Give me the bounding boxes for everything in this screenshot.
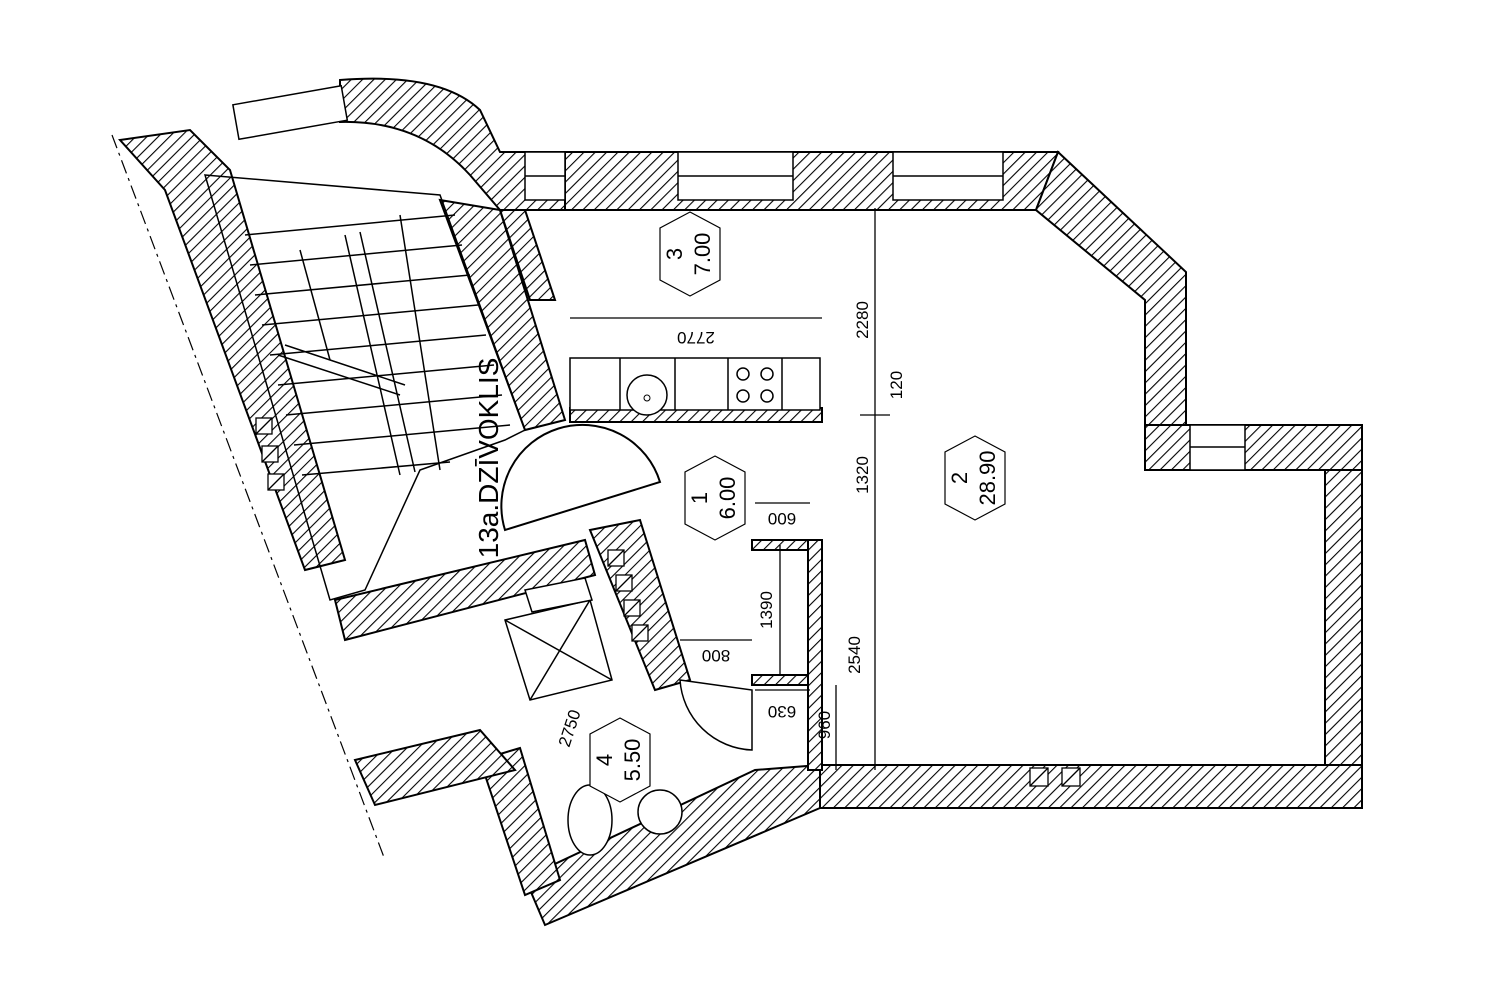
svg-text:6.00: 6.00 — [715, 477, 740, 520]
window-stair — [232, 84, 349, 141]
property-boundary — [111, 134, 386, 861]
wall-kitchen-left — [498, 209, 557, 301]
dim-600: 600 — [768, 509, 796, 528]
dim-960: 960 — [815, 711, 834, 739]
wall-top-right-diagonal — [1034, 150, 1187, 426]
dimension-lines — [570, 208, 890, 770]
svg-text:3: 3 — [662, 248, 687, 260]
wall-stair-left — [118, 128, 347, 572]
dim-800: 800 — [702, 646, 730, 665]
wall-bathroom-left — [478, 746, 562, 897]
basin-icon — [637, 789, 683, 835]
apartment-label: 13a.DZĪVOKLIS — [473, 358, 504, 559]
svg-text:1: 1 — [687, 492, 712, 504]
room-tag-3: 3 7.00 — [659, 211, 721, 297]
room-tag-2: 2 28.90 — [944, 435, 1006, 521]
svg-text:4: 4 — [592, 754, 617, 766]
svg-text:7.00: 7.00 — [690, 233, 715, 276]
wall-bottom-right — [819, 764, 1363, 809]
wall-stub-lower — [751, 674, 809, 686]
dim-2280: 2280 — [853, 301, 872, 339]
stair-treads — [244, 214, 511, 476]
wall-lower-left — [353, 728, 517, 807]
toilet-icon — [567, 784, 613, 856]
dim-2540: 2540 — [845, 636, 864, 674]
staircase — [203, 174, 526, 601]
wall-bottom-diagonal — [523, 763, 821, 927]
lift-shaft — [504, 577, 613, 701]
dim-1390: 1390 — [757, 591, 776, 629]
stove-icon — [736, 367, 774, 403]
wall-right — [1324, 469, 1363, 809]
windows — [232, 84, 1246, 471]
wall-partition — [807, 539, 823, 771]
entrance-door — [500, 423, 662, 532]
wall-corridor — [333, 538, 597, 642]
dim-1320: 1320 — [853, 456, 872, 494]
bathroom-door — [679, 679, 753, 751]
dim-630: 630 — [768, 702, 796, 721]
vent-icons — [255, 417, 1081, 787]
dim-2750: 2750 — [555, 707, 585, 749]
wall-stair-curved — [339, 77, 566, 211]
room-tag-4: 4 5.50 — [589, 717, 651, 803]
svg-text:2: 2 — [947, 472, 972, 484]
dim-120: 120 — [887, 371, 906, 399]
svg-text:28.90: 28.90 — [975, 450, 1000, 505]
dim-kitchen-length: 2770 — [677, 328, 715, 347]
svg-text:5.50: 5.50 — [620, 739, 645, 782]
kitchen-counter — [569, 357, 821, 411]
room-tag-1: 1 6.00 — [684, 455, 746, 541]
wall-bay-top — [1144, 424, 1363, 471]
